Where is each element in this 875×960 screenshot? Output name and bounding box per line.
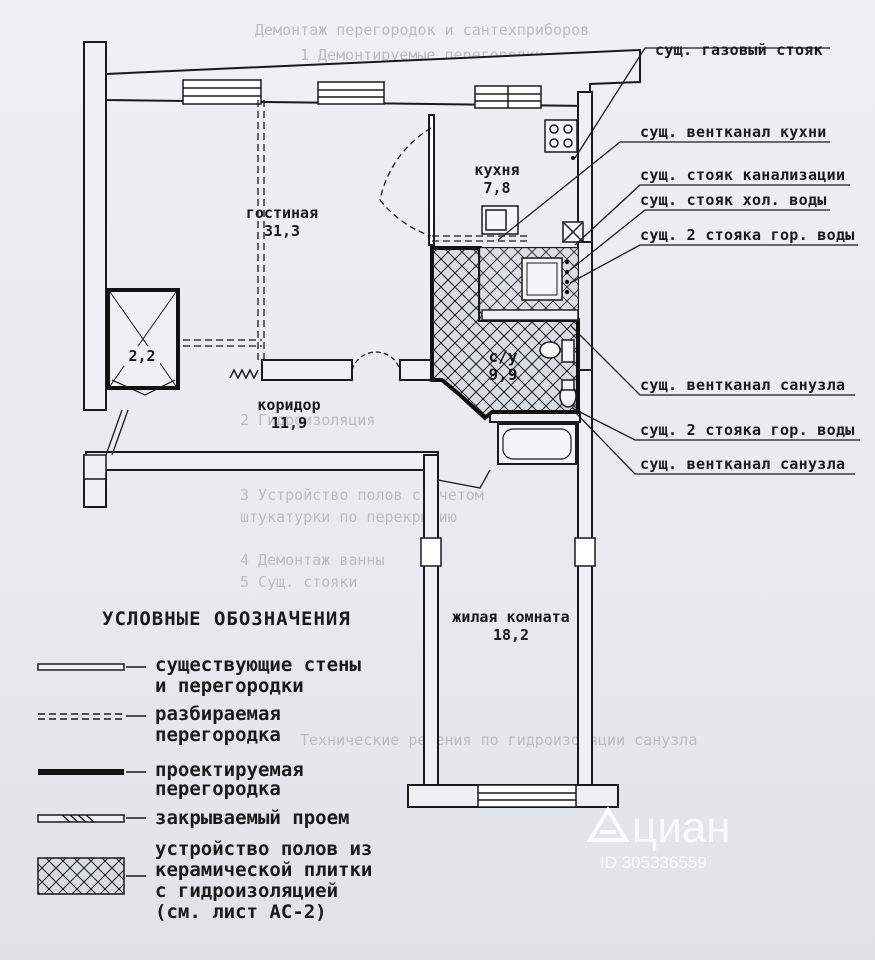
closet-area: 2,2 <box>128 347 155 365</box>
legend-existing-wall-line2: и перегородки <box>155 675 304 697</box>
kitchen-equipment <box>481 119 584 243</box>
living-room-area: 31,3 <box>264 222 300 240</box>
bedroom-name: жилая комната <box>452 608 569 626</box>
label-cold-water-riser: сущ. стояк хол. воды <box>640 191 827 209</box>
ghost-text-5: штукатурки по перекрытию <box>240 508 457 526</box>
legend-existing-wall-line1: существующие стены <box>155 654 361 676</box>
cian-watermark: циан ID 305336559 <box>586 803 731 872</box>
cian-logo-icon <box>586 806 630 842</box>
door-swings <box>105 127 491 489</box>
legend-demolished-line2: перегородка <box>155 724 281 746</box>
label-gas-riser: сущ. газовый стояк <box>655 41 823 59</box>
legend-projected-line1: проектируемая <box>155 759 304 781</box>
background-ghost-text: Демонтаж перегородок и сантехприборов 1 … <box>240 21 697 749</box>
corridor-name: коридор <box>257 396 320 414</box>
label-hot-water-risers-2: сущ. 2 стояка гор. воды <box>640 421 855 439</box>
closet-2-2 <box>106 288 180 396</box>
label-hot-water-risers-1: сущ. 2 стояка гор. воды <box>640 226 855 244</box>
legend-symbol-existing-wall <box>37 663 146 671</box>
legend-symbol-tile-floor <box>37 857 146 895</box>
label-kitchen-vent: сущ. вентканал кухни <box>640 123 827 141</box>
label-bath-vent-1: сущ. вентканал санузла <box>640 376 845 394</box>
legend-title: УСЛОВНЫЕ ОБОЗНАЧЕНИЯ <box>102 608 351 630</box>
watermark-brand: циан <box>632 803 731 852</box>
bathtub <box>497 423 577 465</box>
watermark-id: ID 305336559 <box>600 853 707 872</box>
legend-tile-line4: (см. лист АС-2) <box>155 901 327 923</box>
legend-demolished-line1: разбираемая <box>155 703 281 725</box>
ghost-text-8: Технические решения по гидроизоляции сан… <box>300 731 697 749</box>
zigzag-element <box>229 368 259 380</box>
legend-tile-line2: керамической плитки <box>155 859 372 881</box>
living-room-name: гостиная <box>246 204 318 222</box>
legend-tile-line3: с гидроизоляцией <box>155 880 338 902</box>
room-labels: гостиная 31,3 кухня 7,8 2,2 коридор 11,9… <box>128 161 569 644</box>
riser-markers <box>564 156 575 295</box>
legend-symbol-demolished <box>38 713 146 720</box>
legend: УСЛОВНЫЕ ОБОЗНАЧЕНИЯ существующие стены … <box>37 608 372 923</box>
kitchen-area: 7,8 <box>483 179 510 197</box>
ghost-text-4: 3 Устройство полов с учетом <box>240 486 484 504</box>
bathroom-tiled-floor <box>430 246 580 421</box>
legend-symbol-projected <box>38 769 146 775</box>
ghost-text-7: 5 Сущ. стояки <box>240 573 357 591</box>
corridor-area: 11,9 <box>271 414 307 432</box>
legend-symbol-closed-opening <box>37 814 146 823</box>
kitchen-name: кухня <box>474 161 519 179</box>
leader-lines <box>497 47 860 475</box>
bedroom-area: 18,2 <box>493 626 529 644</box>
annotation-labels: сущ. газовый стояк сущ. вентканал кухни … <box>640 41 855 473</box>
ghost-text-3: 2 Гидроизоляция <box>240 411 375 429</box>
bathroom-name: с/у <box>489 347 518 366</box>
label-bath-vent-2: сущ. вентканал санузла <box>640 455 845 473</box>
bathroom-area: 9,9 <box>489 365 518 384</box>
sanitary-fixtures <box>539 339 577 408</box>
label-sewer-riser: сущ. стояк канализации <box>640 166 845 184</box>
legend-closed-opening: закрываемый проем <box>155 807 349 829</box>
ghost-text-1: Демонтаж перегородок и сантехприборов <box>255 21 589 39</box>
top-windows <box>83 79 596 808</box>
legend-tile-line1: устройство полов из <box>155 838 372 860</box>
ghost-text-6: 4 Демонтаж ванны <box>240 551 385 569</box>
legend-projected-line2: перегородка <box>155 778 281 800</box>
